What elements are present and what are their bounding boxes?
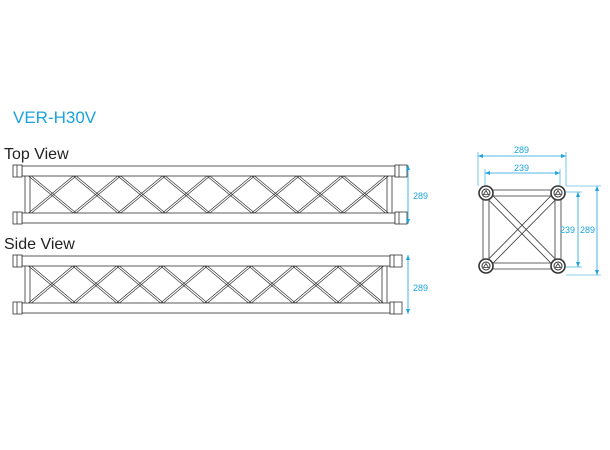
chord-connector: [554, 262, 562, 268]
side-view-diagonal: [204, 265, 249, 304]
chord-tube-inner: [553, 261, 563, 271]
top-view-end-cap: [394, 211, 408, 225]
top-view-diagonal: [251, 175, 297, 214]
top-view-diagonal: [343, 175, 389, 214]
top-view-diagonal: [296, 175, 342, 214]
top-view-diagonal: [165, 175, 211, 214]
cross-width-outer: 289: [514, 145, 530, 155]
cross-section-member: [487, 190, 561, 265]
side-view-end-cap: [389, 301, 403, 315]
cross-height-inner-line-arrow-bottom: [576, 262, 580, 267]
side-view-diagonal: [339, 265, 384, 304]
top-view-dimension-line-arrow-top: [406, 165, 410, 170]
chord-tube-inner: [553, 188, 563, 198]
cross-height-outer: 289: [580, 225, 596, 235]
side-view-top-chord: [21, 255, 391, 267]
side-view-diagonal: [72, 265, 117, 304]
cross-width-outer-line-arrow-right: [561, 154, 566, 158]
side-view-diagonal: [295, 265, 340, 304]
top-view-dimension-line-arrow-bottom: [406, 219, 410, 224]
chord-connector: [482, 262, 490, 268]
side-view-diagonal: [75, 265, 120, 304]
top-view-diagonal: [162, 175, 208, 214]
top-view-dimension: 289: [413, 191, 429, 201]
top-view-diagonal: [254, 175, 300, 214]
top-view-diagonal: [120, 175, 166, 214]
side-view-diagonal: [248, 265, 293, 304]
side-view-diagonal: [28, 265, 73, 304]
cross-height-outer-line-arrow-bottom: [595, 270, 599, 275]
chord-tube-inner: [481, 188, 491, 198]
side-view-dimension-line-arrow-bottom: [406, 309, 410, 314]
top-view-end-cap: [394, 164, 408, 178]
side-view-label: Side View: [4, 236, 75, 253]
cross-height-inner: 239: [560, 225, 576, 235]
side-view-end-cap: [389, 254, 403, 268]
side-view-diagonal: [160, 265, 205, 304]
top-view-diagonal: [299, 175, 345, 214]
cross-width-inner-line-arrow-left: [485, 171, 490, 175]
top-view-top-chord: [21, 165, 396, 177]
top-view-diagonal: [340, 175, 386, 214]
top-view-end-cap: [12, 164, 23, 178]
top-view-bottom-chord: [21, 212, 396, 224]
side-view-dimension-line-arrow-top: [406, 255, 410, 260]
side-view-dimension: 289: [413, 283, 429, 293]
chord-connector: [554, 189, 562, 195]
side-view-diagonal: [119, 265, 164, 304]
cross-width-inner: 239: [514, 163, 530, 173]
cross-section-member: [487, 194, 561, 269]
top-view-diagonal: [117, 175, 163, 214]
cross-section-member: [483, 190, 557, 265]
side-view-end-cap: [12, 254, 23, 268]
top-view-end-cap: [12, 211, 23, 225]
cross-height-outer-line-arrow-top: [595, 186, 599, 191]
cross-width-outer-line-arrow-left: [478, 154, 483, 158]
side-view-end-cap: [12, 301, 23, 315]
chord-tube-inner: [481, 261, 491, 271]
top-view-diagonal: [31, 175, 77, 214]
top-view-label: Top View: [4, 146, 69, 163]
top-view-diagonal: [28, 175, 74, 214]
side-view-bottom-chord: [21, 302, 391, 314]
side-view-diagonal: [31, 265, 76, 304]
cross-height-inner-line-arrow-top: [576, 192, 580, 197]
side-view-diagonal: [163, 265, 208, 304]
top-view-diagonal: [72, 175, 118, 214]
chord-connector: [482, 189, 490, 195]
side-view-diagonal: [336, 265, 381, 304]
top-view-diagonal: [75, 175, 121, 214]
side-view-diagonal: [116, 265, 161, 304]
side-view-diagonal: [292, 265, 337, 304]
top-view-diagonal: [209, 175, 255, 214]
side-view-diagonal: [207, 265, 252, 304]
top-view-diagonal: [206, 175, 252, 214]
side-view-diagonal: [251, 265, 296, 304]
cross-width-inner-line-arrow-right: [555, 171, 560, 175]
product-title: VER-H30V: [13, 108, 97, 127]
cross-section-member: [483, 194, 557, 269]
